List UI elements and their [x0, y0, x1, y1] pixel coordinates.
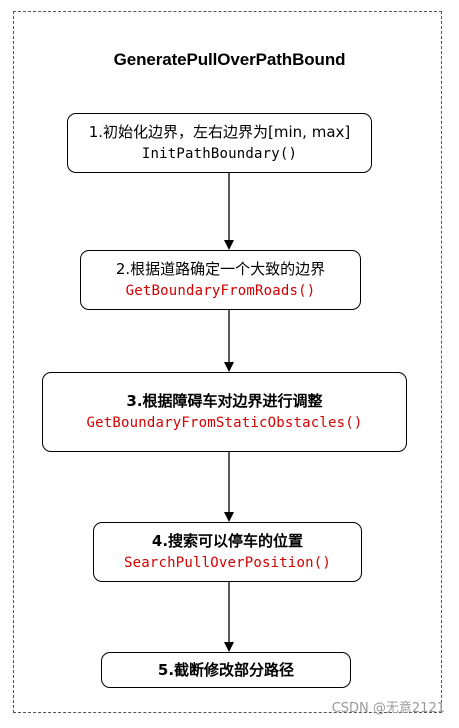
diagram-title: GeneratePullOverPathBound	[113, 50, 346, 69]
step-5-label: 5.截断修改部分路径	[157, 661, 295, 679]
step-4-label: 4.搜索可以停车的位置	[151, 532, 304, 550]
step-3-label: 3.根据障碍车对边界进行调整	[126, 392, 323, 410]
step-1-box: 1.初始化边界，左右边界为[min, max] InitPathBoundary…	[67, 113, 372, 173]
step-1-label: 1.初始化边界，左右边界为[min, max]	[88, 123, 351, 141]
step-2-box: 2.根据道路确定一个大致的边界 GetBoundaryFromRoads()	[80, 250, 361, 310]
watermark: CSDN @无意2121	[331, 701, 445, 716]
step-2-label: 2.根据道路确定一个大致的边界	[115, 260, 326, 278]
step-3-box: 3.根据障碍车对边界进行调整 GetBoundaryFromStaticObst…	[42, 372, 407, 452]
step-1-code: InitPathBoundary()	[141, 146, 298, 162]
step-5-box: 5.截断修改部分路径	[101, 652, 351, 688]
step-2-code: GetBoundaryFromRoads()	[125, 283, 316, 299]
step-3-code: GetBoundaryFromStaticObstacles()	[86, 415, 363, 431]
step-4-code: SearchPullOverPosition()	[123, 555, 332, 571]
dashed-frame	[13, 11, 442, 713]
step-4-box: 4.搜索可以停车的位置 SearchPullOverPosition()	[93, 522, 362, 582]
